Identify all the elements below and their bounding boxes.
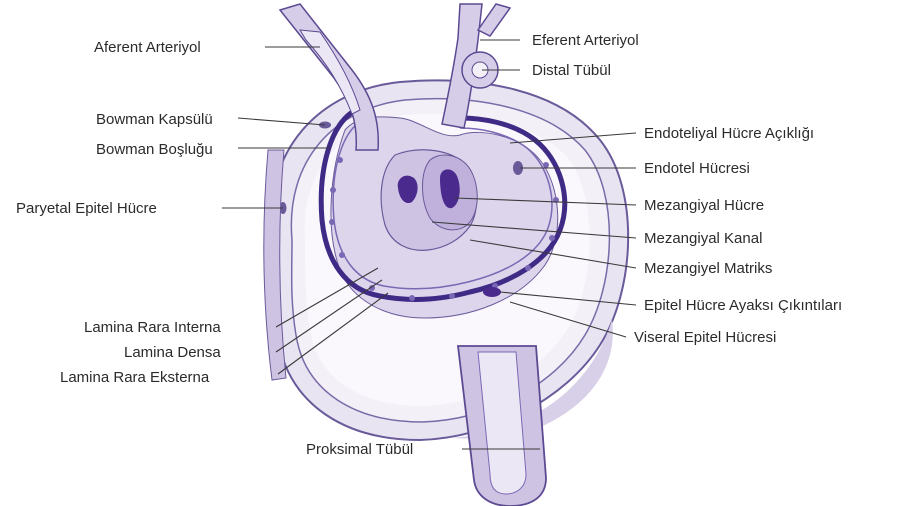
efferent-branch: [478, 4, 510, 36]
label-endothelial-cell: Endotel Hücresi: [644, 160, 750, 177]
label-mesangial-channel: Mezangiyal Kanal: [644, 230, 762, 247]
label-lamina-rara-interna: Lamina Rara Interna: [84, 319, 221, 336]
label-efferent-arteriole: Eferent Arteriyol: [532, 32, 639, 49]
glomerulus-illustration: [264, 4, 628, 506]
label-lamina-rara-externa: Lamina Rara Eksterna: [60, 369, 210, 386]
label-parietal-cell: Paryetal Epitel Hücre: [16, 200, 157, 217]
label-lamina-densa: Lamina Densa: [124, 344, 221, 361]
visceral-cell-nucleus: [483, 287, 501, 297]
label-mesangial-matrix: Mezangiyel Matriks: [644, 260, 772, 277]
label-bowman-capsule: Bowman Kapsülü: [96, 111, 213, 128]
label-bowman-space: Bowman Boşluğu: [96, 141, 213, 158]
label-mesangial-cell: Mezangiyal Hücre: [644, 197, 764, 214]
label-endothelial-fenestra: Endoteliyal Hücre Açıklığı: [644, 125, 814, 142]
label-afferent-arteriole: Aferent Arteriyol: [94, 39, 201, 56]
label-proximal-tubule: Proksimal Tübül: [306, 441, 413, 458]
label-distal-tubule: Distal Tübül: [532, 62, 611, 79]
label-foot-processes: Epitel Hücre Ayaksı Çıkıntıları: [644, 297, 842, 314]
label-visceral-cell: Viseral Epitel Hücresi: [634, 329, 776, 346]
